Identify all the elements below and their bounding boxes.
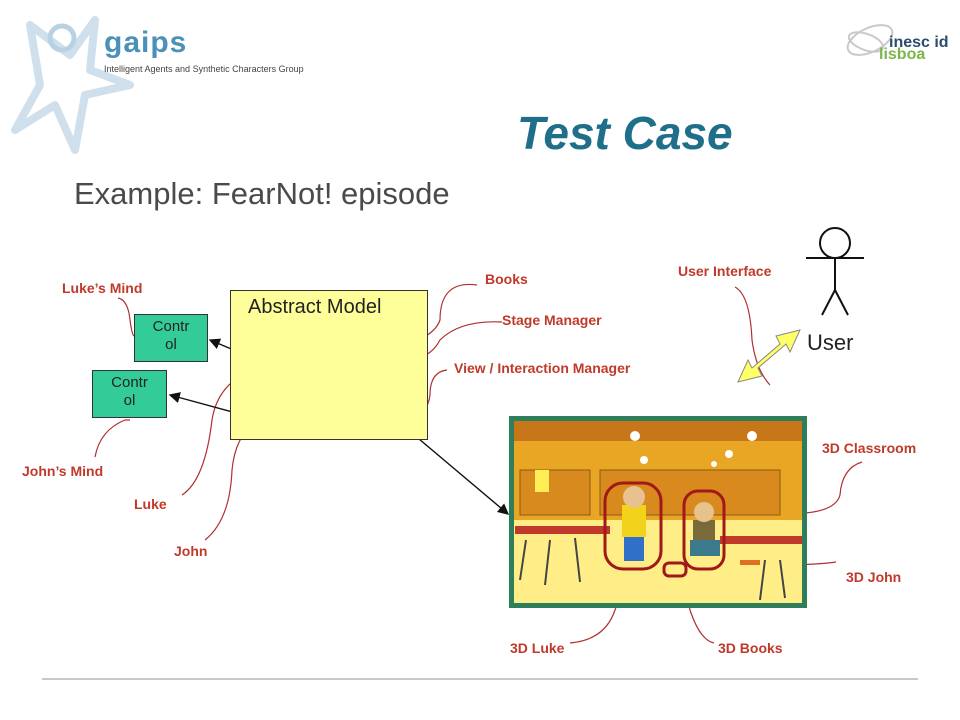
label-luke: Luke (134, 496, 167, 512)
user-interface-double-arrow (737, 329, 801, 383)
label-johns-mind: John’s Mind (22, 463, 104, 479)
gaips-logo-figure (11, 16, 134, 154)
label-3d-john: 3D John (846, 569, 902, 585)
footer-divider (42, 678, 918, 680)
scene-3d-classroom (509, 416, 807, 608)
label-3d-classroom: 3D Classroom (822, 440, 917, 456)
abstract-model-box (230, 290, 428, 440)
user-stick-figure (806, 227, 864, 316)
label-stage-manager: Stage Manager (502, 312, 602, 328)
gaips-logo-subtitle: Intelligent Agents and Synthetic Charact… (104, 64, 304, 74)
control-box-john: Contr ol (92, 370, 167, 418)
label-john: John (174, 543, 208, 559)
label-lukes-mind: Luke’s Mind (62, 280, 143, 296)
lisboa-logo-text: lisboa (879, 46, 926, 63)
user-label: User (807, 330, 854, 355)
label-user-interface: User Interface (678, 263, 772, 279)
connector-user-interface (734, 286, 771, 386)
label-books: Books (485, 271, 528, 287)
connector-johns-mind (94, 419, 130, 458)
inesc-logo-swirl (846, 24, 894, 56)
gaips-logo-text: gaips (104, 26, 188, 59)
label-3d-books: 3D Books (718, 640, 783, 656)
slide-title: Test Case (517, 107, 733, 159)
arrow-view-to-scene (394, 417, 510, 515)
abstract-model-label: Abstract Model (248, 296, 382, 318)
inesc-logo-text: inesc id (889, 34, 949, 51)
connector-lukes-mind (117, 297, 135, 337)
control-box-luke: Contr ol (134, 314, 208, 362)
label-3d-luke: 3D Luke (510, 640, 565, 656)
connector-3d-classroom (805, 461, 863, 514)
label-view-interaction-manager: View / Interaction Manager (454, 360, 631, 376)
slide-subtitle: Example: FearNot! episode (74, 176, 450, 211)
